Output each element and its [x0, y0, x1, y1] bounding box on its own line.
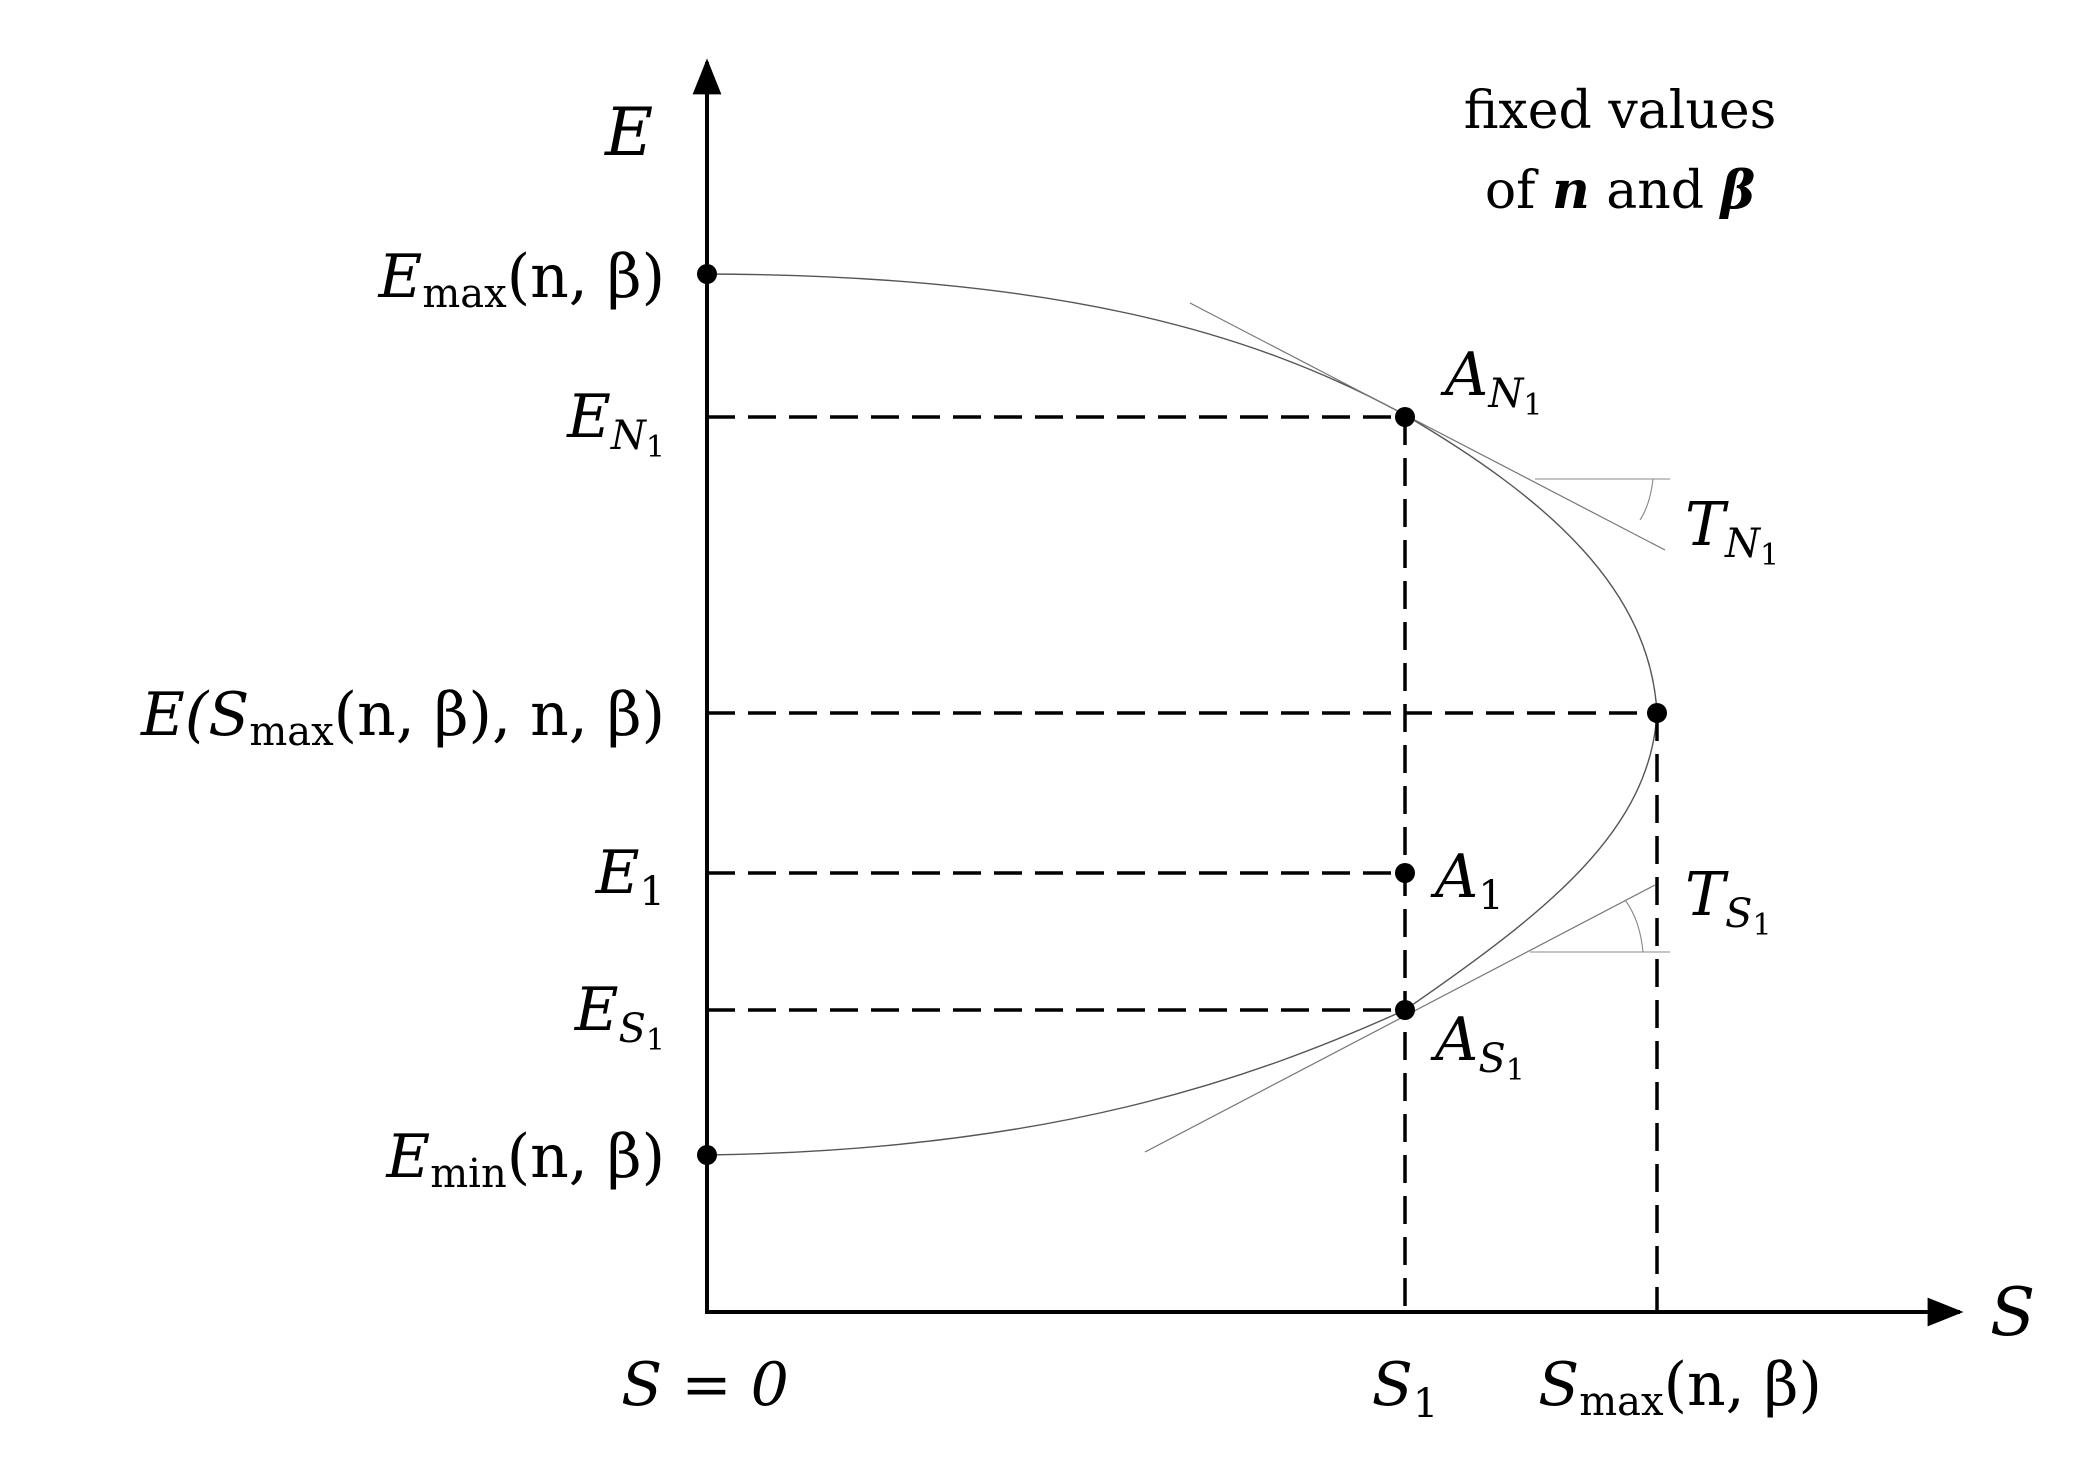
point-emin [697, 1145, 717, 1165]
point-label-an1: AN1 [1440, 340, 1542, 423]
point-emax [697, 264, 717, 284]
tick-label-es1: ES1 [574, 975, 665, 1058]
tick-label-e1: E1 [595, 838, 665, 915]
x-axis-label: S [1990, 1274, 2035, 1351]
point-as1 [1395, 1000, 1415, 1020]
tangent-line-n1 [1189, 302, 1666, 551]
point-label-as1: AS1 [1430, 1005, 1525, 1088]
angle-arc-s1 [1624, 899, 1644, 953]
y-axis-label: E [604, 94, 653, 171]
fixed-values-note-line1: fixed values [1464, 81, 1777, 141]
tick-label-emax: Emax(n, β) [378, 242, 665, 317]
tick-label-en1: EN1 [566, 382, 665, 465]
tick-label-s0: S = 0 [621, 1350, 789, 1420]
point-label-a1: A1 [1430, 842, 1504, 919]
point-smax [1647, 703, 1667, 723]
tangent-label-ts1: TS1 [1685, 860, 1772, 943]
angle-arc-n1 [1639, 478, 1654, 521]
tick-label-esmax: E(Smax(n, β), n, β) [140, 680, 665, 755]
tangent-label-tn1: TN1 [1685, 490, 1779, 573]
tick-label-s1: S1 [1372, 1350, 1439, 1427]
tick-label-smax: Smax(n, β) [1538, 1350, 1822, 1425]
point-an1 [1395, 407, 1415, 427]
fixed-values-note-line2: of n and β [1485, 160, 1755, 221]
point-a1 [1395, 863, 1415, 883]
tick-label-emin: Emin(n, β) [385, 1122, 665, 1197]
